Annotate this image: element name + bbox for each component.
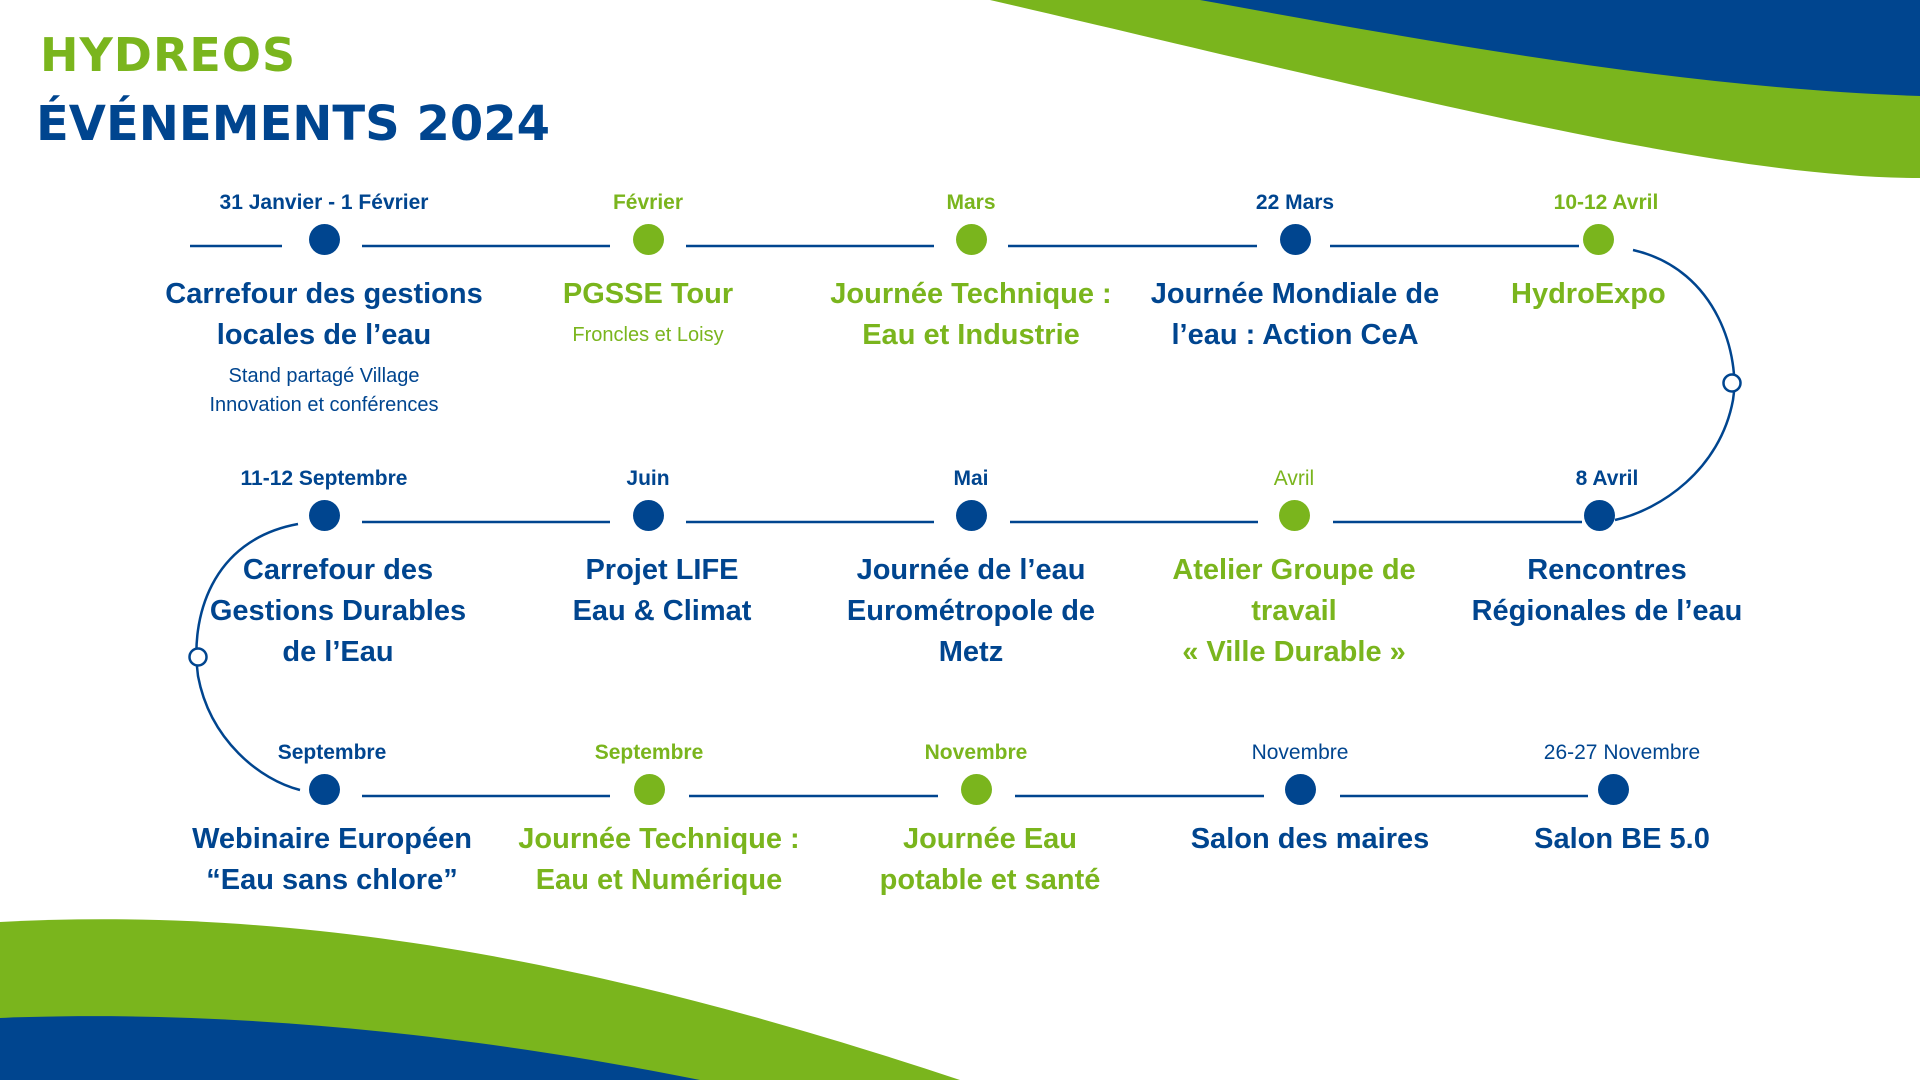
event-date: 10-12 Avril bbox=[1553, 191, 1659, 214]
timeline-dot bbox=[309, 774, 340, 805]
event-name: Projet LIFE Eau & Climat bbox=[572, 554, 752, 627]
event-date: Novembre bbox=[924, 741, 1028, 764]
timeline-dot bbox=[1278, 500, 1310, 531]
event-rencontres-regionales: 8 Avril Rencontres Régionales de l’eau bbox=[1442, 466, 1772, 632]
event-date: Avril bbox=[1273, 467, 1315, 490]
left-curve-connector bbox=[195, 522, 301, 792]
event-date: 8 Avril bbox=[1575, 467, 1639, 490]
event-hydroexpo: 10-12 Avril HydroExpo bbox=[1441, 190, 1771, 315]
event-subtitle: Stand partagé Village Innovation et conf… bbox=[209, 365, 439, 416]
event-atelier-ville-durable: Avril Atelier Groupe de travail « Ville … bbox=[1129, 466, 1459, 673]
event-date: 26-27 Novembre bbox=[1543, 741, 1701, 764]
brand-name: HYDREOS bbox=[40, 28, 297, 82]
right-curve-connector bbox=[1614, 248, 1736, 522]
event-date: Septembre bbox=[594, 741, 704, 764]
event-carrefour-gestions-locales: 31 Janvier - 1 Février Carrefour des ges… bbox=[159, 190, 489, 420]
event-name: PGSSE Tour bbox=[562, 278, 734, 310]
event-journee-eau-metz: Mai Journée de l’eau Eurométropole de Me… bbox=[806, 466, 1136, 673]
event-journee-technique-numerique: Septembre Journée Technique : Eau et Num… bbox=[484, 740, 814, 901]
event-date: 22 Mars bbox=[1255, 191, 1335, 214]
timeline-dot bbox=[308, 500, 340, 531]
event-name: Carrefour des gestions locales de l’eau bbox=[165, 278, 483, 351]
timeline-dot bbox=[955, 224, 987, 255]
event-name: Journée Eau potable et santé bbox=[879, 823, 1101, 896]
event-name: Journée Technique : Eau et Industrie bbox=[830, 278, 1112, 351]
event-journee-eau-potable: Novembre Journée Eau potable et santé bbox=[811, 740, 1141, 901]
top-wave-blue bbox=[1200, 0, 1920, 96]
timeline-dot bbox=[633, 774, 665, 805]
event-name: HydroExpo bbox=[1511, 278, 1666, 310]
event-name: Salon BE 5.0 bbox=[1534, 823, 1710, 855]
timeline-dot bbox=[960, 774, 992, 805]
event-webinaire-europeen: Septembre Webinaire Européen “Eau sans c… bbox=[167, 740, 497, 901]
page-title: ÉVÉNEMENTS 2024 bbox=[36, 96, 551, 152]
timeline-dot bbox=[1279, 224, 1311, 255]
bottom-wave-blue bbox=[0, 1016, 700, 1080]
timeline-dot bbox=[632, 500, 664, 531]
timeline-dot bbox=[1598, 774, 1629, 805]
event-name: Journée de l’eau Eurométropole de Metz bbox=[846, 554, 1096, 668]
event-date: Juin bbox=[626, 467, 670, 490]
event-date: 31 Janvier - 1 Février bbox=[219, 191, 429, 214]
timeline-dot bbox=[1584, 500, 1615, 531]
event-name: Carrefour des Gestions Durables de l’Eau bbox=[209, 554, 467, 668]
timeline-dot bbox=[632, 224, 664, 255]
event-name: Atelier Groupe de travail « Ville Durabl… bbox=[1172, 554, 1416, 668]
left-curve-marker bbox=[188, 647, 208, 667]
event-salon-des-maires: Novembre Salon des maires bbox=[1135, 740, 1465, 860]
event-date: Mars bbox=[946, 191, 996, 214]
event-carrefour-gestions-durables: 11-12 Septembre Carrefour des Gestions D… bbox=[159, 466, 489, 673]
event-date: Novembre bbox=[1251, 741, 1349, 764]
event-salon-be: 26-27 Novembre Salon BE 5.0 bbox=[1457, 740, 1787, 860]
event-date: Mai bbox=[953, 467, 989, 490]
event-name: Journée Mondiale de l’eau : Action CeA bbox=[1150, 278, 1440, 351]
event-name: Salon des maires bbox=[1190, 823, 1430, 855]
timeline-dot bbox=[308, 224, 340, 255]
event-journee-technique-industrie: Mars Journée Technique : Eau et Industri… bbox=[806, 190, 1136, 356]
event-pgsse-tour: Février PGSSE Tour Froncles et Loisy bbox=[483, 190, 813, 350]
event-name: Webinaire Européen “Eau sans chlore” bbox=[192, 823, 472, 896]
event-subtitle: Froncles et Loisy bbox=[572, 324, 724, 346]
timeline-dot bbox=[955, 500, 987, 531]
event-projet-life: Juin Projet LIFE Eau & Climat bbox=[483, 466, 813, 632]
event-name: Journée Technique : Eau et Numérique bbox=[518, 823, 800, 896]
event-date: Septembre bbox=[277, 741, 387, 764]
event-date: Février bbox=[612, 191, 684, 214]
right-curve-marker bbox=[1722, 373, 1742, 393]
event-journee-mondiale-eau: 22 Mars Journée Mondiale de l’eau : Acti… bbox=[1130, 190, 1460, 356]
event-date: 11-12 Septembre bbox=[240, 467, 408, 490]
event-name: Rencontres Régionales de l’eau bbox=[1471, 554, 1743, 627]
timeline-dot bbox=[1583, 224, 1614, 255]
timeline-dot bbox=[1284, 774, 1316, 805]
